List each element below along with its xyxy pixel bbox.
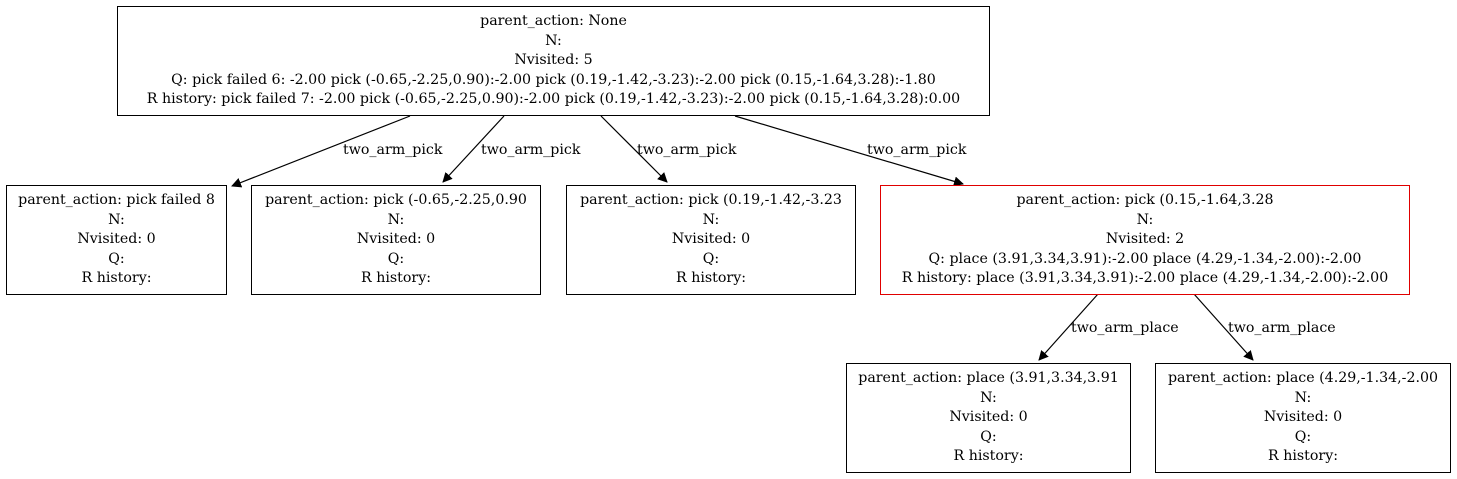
node-parent-action: parent_action: pick (0.15,-1.64,3.28 [1016,192,1274,209]
node-n: N: [980,389,997,406]
node-parent-action: parent_action: pick (-0.65,-2.25,0.90 [265,192,527,209]
edge-root-to-pick-a [442,115,505,183]
edge-label-place-b: two_arm_place [1228,320,1336,336]
node-r-history: R history: place (3.91,3.34,3.91):-2.00 … [901,270,1389,287]
node-r-history: R history: [361,270,431,287]
node-nvisited: Nvisited: 5 [514,52,593,69]
edge-root-to-pick-b [600,115,668,183]
node-n: N: [702,211,720,228]
tree-node-pick-c: parent_action: pick (0.15,-1.64,3.28 N: … [880,185,1410,295]
tree-node-pick-failed: parent_action: pick failed 8 N: Nvisited… [6,185,227,295]
edge-label-place-a: two_arm_place [1071,320,1179,336]
edge-label-pick-c: two_arm_pick [867,142,967,158]
edge-pick-c-to-place-b [1193,293,1254,361]
node-nvisited: Nvisited: 0 [949,409,1028,426]
edge-pick-c-to-place-a [1038,293,1099,361]
node-n: N: [545,32,562,49]
node-q: Q: [387,250,405,267]
node-nvisited: Nvisited: 0 [77,231,156,248]
node-q: Q: pick failed 6: -2.00 pick (-0.65,-2.2… [171,71,936,88]
node-n: N: [108,211,125,228]
node-parent-action: parent_action: pick failed 8 [18,192,215,209]
edge-root-to-pick-c [734,115,964,187]
node-r-history: R history: [1268,448,1338,465]
edge-label-pick-a: two_arm_pick [481,142,581,158]
node-r-history: R history: [81,270,152,287]
node-r-history: R history: [676,270,746,287]
node-r-history: R history: [953,448,1024,465]
node-q: Q: [702,250,720,267]
edge-root-to-pick-failed [231,115,411,188]
node-q: Q: [980,428,997,445]
node-nvisited: Nvisited: 0 [1263,409,1343,426]
node-parent-action: parent_action: None [480,13,627,30]
tree-node-place-a: parent_action: place (3.91,3.34,3.91 N: … [846,363,1131,473]
node-nvisited: Nvisited: 0 [356,231,436,248]
node-nvisited: Nvisited: 0 [671,231,751,248]
tree-node-pick-a: parent_action: pick (-0.65,-2.25,0.90 N:… [251,185,541,295]
node-r-history: R history: pick failed 7: -2.00 pick (-0… [146,91,961,108]
node-parent-action: parent_action: place (4.29,-1.34,-2.00 [1167,370,1439,387]
tree-node-root: parent_action: None N: Nvisited: 5 Q: pi… [117,6,990,116]
tree-node-place-b: parent_action: place (4.29,-1.34,-2.00 N… [1155,363,1451,473]
tree-node-pick-b: parent_action: pick (0.19,-1.42,-3.23 N:… [566,185,856,295]
node-parent-action: parent_action: place (3.91,3.34,3.91 [858,370,1119,387]
edge-label-pick-failed: two_arm_pick [343,142,443,158]
node-q: Q: place (3.91,3.34,3.91):-2.00 place (4… [928,250,1362,267]
node-n: N: [1136,211,1154,228]
edge-label-pick-b: two_arm_pick [637,142,737,158]
node-nvisited: Nvisited: 2 [1105,231,1185,248]
node-parent-action: parent_action: pick (0.19,-1.42,-3.23 [580,192,842,209]
node-q: Q: [108,250,125,267]
node-n: N: [1294,389,1312,406]
node-q: Q: [1294,428,1312,445]
node-n: N: [387,211,405,228]
